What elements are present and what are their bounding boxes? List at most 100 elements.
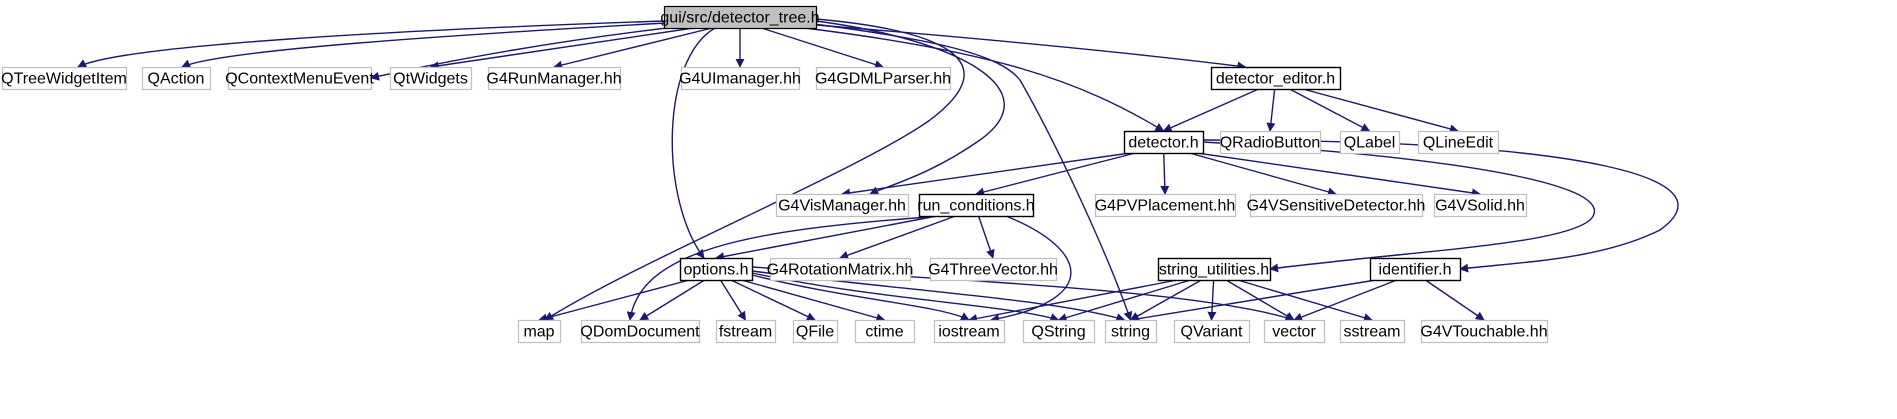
node-box-G4ThreeVector	[929, 257, 1058, 282]
node-box-map	[517, 319, 562, 344]
edge-string_utilities-to-vector	[1225, 279, 1295, 321]
edge-options-to-QDomDocument	[639, 279, 705, 321]
edge-identifier-to-vector	[1293, 279, 1398, 322]
node-label-QRadioButton: QRadioButton	[1220, 135, 1321, 152]
node-QAction: QAction	[141, 66, 212, 91]
node-detector_tree[interactable]: gui/src/detector_tree.h	[660, 5, 820, 30]
node-label-QtWidgets: QtWidgets	[393, 71, 468, 88]
node-label-identifier: identifier.h	[1379, 262, 1452, 279]
edge-detector_editor-to-QLabel	[1289, 88, 1371, 132]
edge-string_utilities-to-iostream	[968, 279, 1178, 323]
edge-detector-to-G4PVPlacement	[1160, 152, 1170, 195]
node-label-QString: QString	[1031, 324, 1085, 341]
node-QString: QString	[1022, 319, 1096, 344]
node-iostream: iostream	[933, 319, 1006, 344]
edge-identifier-to-string	[1129, 279, 1377, 324]
node-fstream: fstream	[715, 319, 777, 344]
node-box-QRadioButton	[1219, 130, 1322, 155]
node-label-QTreeWidgetItem: QTreeWidgetItem	[1, 71, 127, 88]
edge-detector_tree-to-G4GDMLParser	[761, 27, 884, 69]
node-string: string	[1104, 319, 1158, 344]
node-box-vector	[1263, 319, 1326, 344]
node-box-QLineEdit	[1417, 130, 1500, 155]
node-label-G4VTouchable: G4VTouchable.hh	[1420, 324, 1547, 341]
node-ctime: ctime	[854, 319, 916, 344]
edge-detector_tree-to-map	[544, 18, 965, 321]
edge-options-to-iostream	[751, 274, 970, 321]
edge-string_utilities-to-QString	[1057, 279, 1191, 322]
node-label-string_utilities: string_utilities.h	[1159, 262, 1269, 279]
node-box-G4VTouchable	[1420, 319, 1549, 344]
node-detector_editor[interactable]: detector_editor.h	[1210, 66, 1342, 91]
node-box-QTreeWidgetItem	[1, 66, 128, 91]
node-QDomDocument: QDomDocument	[580, 319, 700, 344]
node-label-map: map	[523, 324, 554, 341]
edge-identifier-to-G4VTouchable	[1424, 279, 1485, 321]
edge-detector_tree-to-detector_editor	[815, 24, 1247, 71]
edge-detector-to-G4VSolid	[1196, 152, 1481, 198]
node-box-detector_editor	[1210, 66, 1342, 91]
node-string_utilities[interactable]: string_utilities.h	[1157, 257, 1272, 282]
node-box-G4VisManager	[775, 193, 910, 218]
node-detector[interactable]: detector.h	[1123, 130, 1205, 155]
node-label-G4GDMLParser: G4GDMLParser.hh	[815, 71, 951, 88]
node-G4RunManager: G4RunManager.hh	[486, 66, 622, 91]
node-box-identifier	[1369, 257, 1462, 282]
node-label-QContextMenuEvent: QContextMenuEvent	[225, 71, 374, 88]
node-label-G4ThreeVector: G4ThreeVector.hh	[928, 262, 1058, 279]
node-label-QAction: QAction	[148, 71, 205, 88]
node-identifier[interactable]: identifier.h	[1369, 257, 1462, 282]
edge-run_conditions-to-QDomDocument	[626, 216, 930, 321]
node-G4GDMLParser: G4GDMLParser.hh	[815, 66, 952, 91]
node-label-ctime: ctime	[865, 324, 903, 341]
node-box-G4VSensitiveDetector	[1249, 193, 1424, 218]
node-box-QContextMenuEvent	[227, 66, 373, 91]
node-box-QFile	[792, 319, 839, 344]
edge-detector_tree-to-options	[671, 27, 716, 259]
node-box-G4PVPlacement	[1094, 193, 1237, 218]
edge-detector_tree-to-QtWidgets	[429, 27, 694, 71]
node-label-QLineEdit: QLineEdit	[1423, 135, 1494, 152]
edge-string_utilities-to-QVariant	[1207, 279, 1217, 321]
edge-options-to-ctime	[741, 279, 886, 323]
node-G4VSolid: G4VSolid.hh	[1433, 193, 1528, 218]
node-label-sstream: sstream	[1344, 324, 1401, 341]
node-G4UImanager: G4UImanager.hh	[679, 66, 801, 91]
edge-run_conditions-to-iostream	[990, 215, 1072, 323]
edge-detector-to-string_utilities	[1202, 141, 1596, 273]
edge-options-to-fstream	[719, 279, 747, 321]
node-label-iostream: iostream	[938, 324, 999, 341]
edge-run_conditions-to-G4ThreeVector	[977, 215, 995, 259]
node-label-options: options.h	[684, 262, 749, 279]
node-G4PVPlacement: G4PVPlacement.hh	[1094, 193, 1237, 218]
node-options[interactable]: options.h	[679, 257, 754, 282]
node-sstream: sstream	[1339, 319, 1406, 344]
node-box-G4RotationMatrix	[769, 257, 912, 282]
edge-detector_tree-to-string	[805, 22, 1133, 321]
node-QContextMenuEvent: QContextMenuEvent	[225, 66, 374, 91]
node-label-G4VisManager: G4VisManager.hh	[778, 198, 906, 215]
edges-layer	[77, 18, 1679, 324]
node-box-iostream	[933, 319, 1006, 344]
node-label-QLabel: QLabel	[1344, 135, 1396, 152]
edge-string_utilities-to-string	[1129, 279, 1202, 321]
node-G4VisManager: G4VisManager.hh	[775, 193, 910, 218]
edge-detector-to-G4VisManager	[841, 152, 1131, 198]
node-QLineEdit: QLineEdit	[1417, 130, 1500, 155]
node-G4ThreeVector: G4ThreeVector.hh	[928, 257, 1058, 282]
node-QRadioButton: QRadioButton	[1219, 130, 1322, 155]
node-box-detector	[1123, 130, 1205, 155]
node-run_conditions[interactable]: run_conditions.h	[917, 193, 1035, 218]
node-label-G4RotationMatrix: G4RotationMatrix.hh	[767, 262, 914, 279]
node-box-QtWidgets	[389, 66, 473, 91]
node-box-sstream	[1339, 319, 1406, 344]
node-label-QVariant: QVariant	[1181, 324, 1244, 341]
node-label-fstream: fstream	[719, 324, 772, 341]
node-box-G4RunManager	[487, 66, 622, 91]
node-G4VSensitiveDetector: G4VSensitiveDetector.hh	[1247, 193, 1426, 218]
node-box-G4UImanager	[680, 66, 801, 91]
node-box-options	[679, 257, 754, 282]
node-label-G4VSensitiveDetector: G4VSensitiveDetector.hh	[1247, 198, 1426, 215]
node-label-G4VSolid: G4VSolid.hh	[1435, 198, 1525, 215]
